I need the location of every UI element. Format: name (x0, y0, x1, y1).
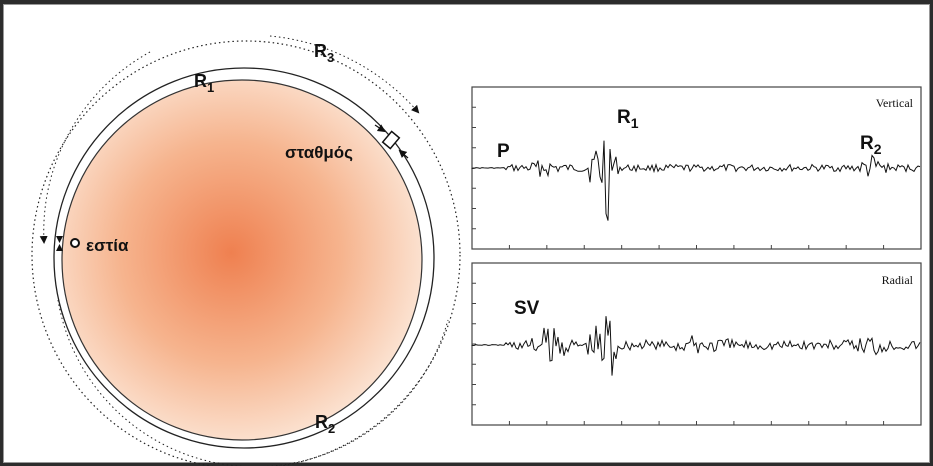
radial-phase-sv: SV (514, 298, 540, 319)
vertical-phase-p: P (497, 141, 510, 162)
vertical-phase-r1: R1 (617, 107, 639, 131)
r3-arc-arrow-left (39, 51, 151, 244)
radial-seismogram: Radial SV (471, 262, 922, 426)
focus-marker (70, 238, 80, 248)
earth-body (61, 79, 423, 441)
station-arrow-in (374, 124, 386, 133)
vertical-title: Vertical (876, 96, 914, 110)
r3-arc-lower (57, 299, 449, 466)
station-arrow-in-2 (398, 149, 409, 159)
r3-path (31, 40, 461, 466)
radial-title: Radial (882, 273, 914, 287)
r1-r2-path (53, 67, 435, 449)
radial-trace (471, 316, 921, 376)
station-marker (381, 130, 401, 150)
station-label: σταθμός (285, 143, 353, 162)
vertical-trace (471, 140, 921, 221)
vertical-axis-ticks (472, 106, 885, 249)
vertical-seismogram: Vertical P R1 R2 (471, 86, 922, 250)
radial-axis-ticks (472, 282, 885, 425)
focus-marker-up (56, 236, 63, 243)
vertical-phase-r2: R2 (860, 133, 882, 157)
r1-label: R1 (194, 71, 214, 95)
focus-marker-down (56, 244, 63, 251)
r3-label: R3 (314, 41, 334, 65)
earth-diagram: εστία σταθμός R1 R3 R2 (31, 35, 461, 466)
r2-label: R2 (315, 412, 335, 436)
focus-label: εστία (86, 236, 129, 255)
